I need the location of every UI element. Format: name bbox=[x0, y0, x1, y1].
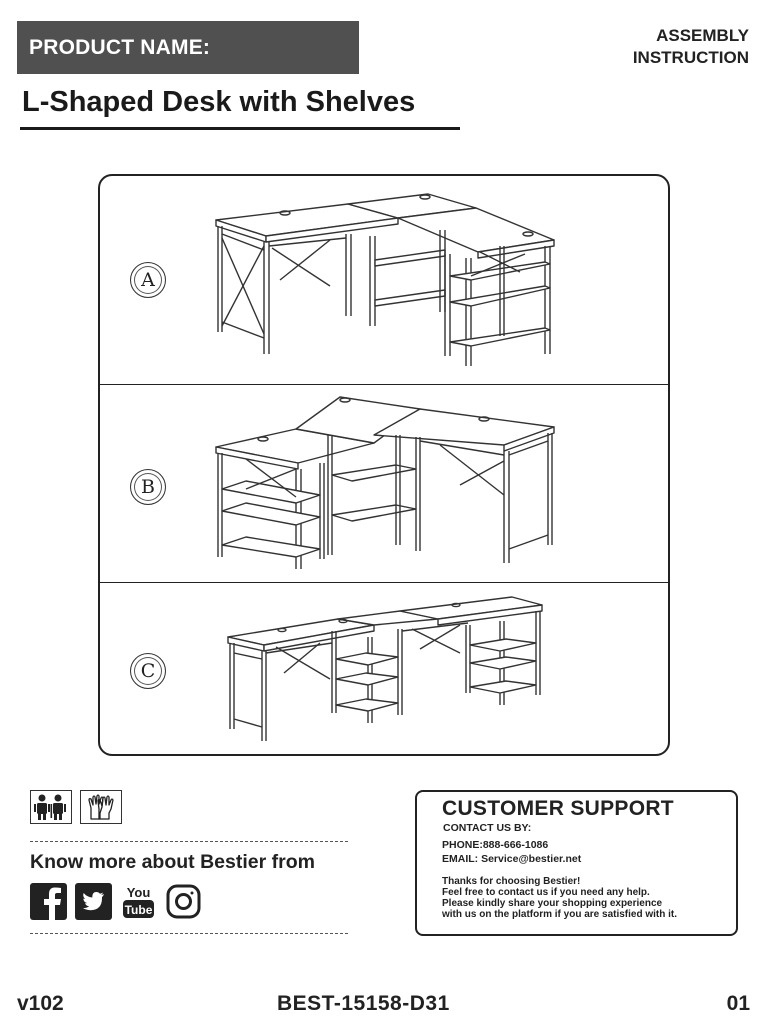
social-links: You Tube bbox=[30, 883, 202, 920]
desk-illustration-b bbox=[215, 396, 555, 569]
configuration-panel-a: A bbox=[100, 176, 668, 384]
document-type-line1: ASSEMBLY bbox=[656, 26, 749, 45]
support-thanks-line: with us on the platform if you are satis… bbox=[442, 909, 678, 920]
facebook-icon[interactable] bbox=[30, 883, 67, 920]
configurations-frame: A bbox=[98, 174, 670, 756]
support-email: EMAIL: Service@bestier.net bbox=[442, 853, 582, 865]
configuration-badge-c: C bbox=[130, 653, 166, 689]
divider-top bbox=[30, 841, 348, 842]
support-thanks-line: Thanks for choosing Bestier! bbox=[442, 876, 581, 887]
requirement-icons bbox=[30, 790, 122, 824]
product-title: L-Shaped Desk with Shelves bbox=[22, 86, 416, 118]
youtube-icon[interactable]: You Tube bbox=[120, 883, 157, 920]
support-title: CUSTOMER SUPPORT bbox=[442, 797, 674, 820]
desk-illustration-c bbox=[227, 596, 543, 741]
document-type-line2: INSTRUCTION bbox=[632, 48, 749, 67]
configuration-badge-a: A bbox=[130, 262, 166, 298]
youtube-you-text: You bbox=[127, 885, 151, 900]
support-phone: PHONE:888-666-1086 bbox=[442, 839, 549, 851]
social-heading: Know more about Bestier from bbox=[30, 851, 315, 873]
configuration-badge-b: B bbox=[130, 469, 166, 505]
support-contact-label: CONTACT US BY: bbox=[443, 822, 532, 834]
configuration-panel-b: B bbox=[100, 384, 668, 583]
support-thanks-line: Please kindly share your shopping experi… bbox=[442, 898, 663, 909]
instagram-icon[interactable] bbox=[165, 883, 202, 920]
desk-illustration-a bbox=[215, 193, 555, 366]
configuration-panel-c: C bbox=[100, 582, 668, 754]
page-number: 01 bbox=[726, 992, 750, 1015]
product-name-label: PRODUCT NAME: bbox=[17, 21, 359, 74]
support-thanks-line: Feel free to contact us if you need any … bbox=[442, 887, 650, 898]
gloves-icon bbox=[80, 790, 122, 824]
document-type: ASSEMBLY INSTRUCTION bbox=[633, 25, 749, 69]
customer-support-box: CUSTOMER SUPPORT CONTACT US BY: PHONE:88… bbox=[415, 790, 738, 936]
version-label: v102 bbox=[17, 992, 64, 1015]
divider-bottom bbox=[30, 933, 348, 934]
title-underline bbox=[20, 127, 460, 130]
model-number: BEST-15158-D31 bbox=[277, 992, 450, 1015]
twitter-icon[interactable] bbox=[75, 883, 112, 920]
youtube-tube-text: Tube bbox=[125, 903, 153, 917]
two-persons-with-screwdriver-icon bbox=[30, 790, 72, 824]
